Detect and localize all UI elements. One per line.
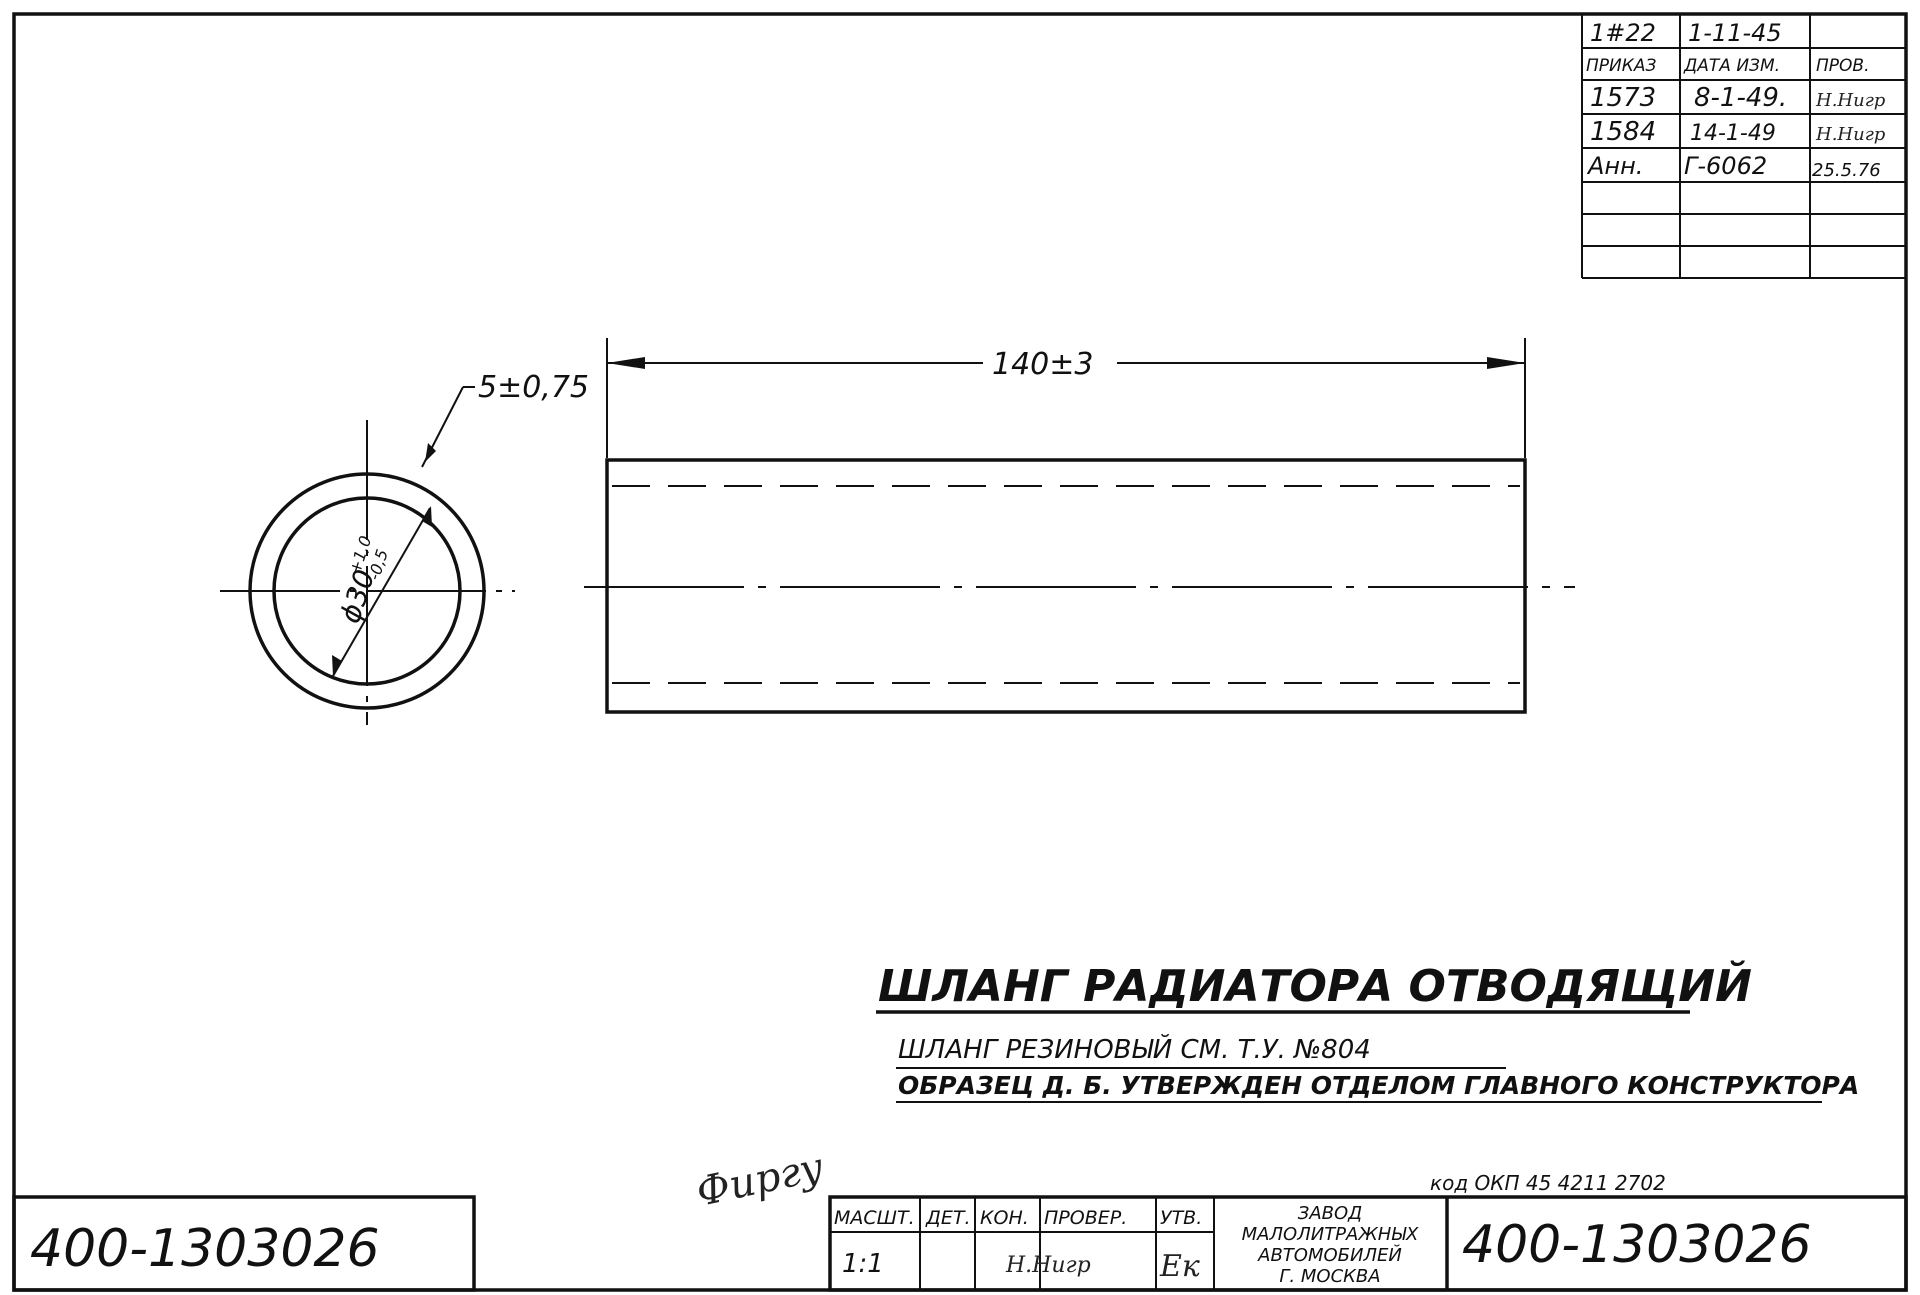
- okp-code: код ОКП 45 4211 2702: [1430, 1171, 1666, 1195]
- header-scale: МАСШТ.: [834, 1207, 915, 1229]
- plant-line-2: МАЛОЛИТРАЖНЫХ: [1242, 1224, 1419, 1245]
- revision-row-3-order: Анн.: [1586, 152, 1643, 180]
- number-box-left: [12, 1195, 476, 1292]
- wall-dim: 5±0,75: [478, 370, 589, 405]
- revision-row-2-check: Н.Нигр: [1815, 124, 1886, 145]
- header-designer: КОН.: [980, 1207, 1029, 1229]
- cross-section-view: ϕ30 +1,0 -0,5 5±0,75: [220, 370, 589, 725]
- plant-line-4: Г. МОСКВА: [1279, 1266, 1380, 1287]
- checker-signature: Н.Нигр: [1005, 1253, 1091, 1278]
- signature: Фиргу: [693, 1144, 829, 1216]
- title-block: МАСШТ. ДЕТ. КОН. ПРОВЕР. УТВ. 1:1 Н.Нигр…: [828, 1195, 1908, 1292]
- header-detail: ДЕТ.: [925, 1207, 971, 1229]
- side-view: 140±3: [584, 338, 1575, 714]
- diameter-leader: [332, 507, 431, 677]
- revision-row-2-order: 1584: [1590, 117, 1656, 147]
- plant-line-1: ЗАВОД: [1298, 1203, 1362, 1224]
- header-approver: УТВ.: [1160, 1207, 1202, 1229]
- drawing-number-left: 400-1303026: [30, 1219, 380, 1279]
- scale-value: 1:1: [842, 1249, 884, 1279]
- diameter-label: ϕ30 +1,0 -0,5: [333, 533, 392, 627]
- wall-arrow: [425, 443, 436, 462]
- revision-table: 1#22 1-11-45 ПРИКАЗ ДАТА ИЗМ. ПРОВ. 1573…: [1581, 14, 1906, 279]
- revision-header-number: 1#22: [1590, 19, 1656, 47]
- header-checker: ПРОВЕР.: [1044, 1207, 1127, 1229]
- drawing-title: ШЛАНГ РАДИАТОРА ОТВОДЯЩИЙ: [878, 959, 1752, 1012]
- revision-col-date: ДАТА ИЗМ.: [1683, 56, 1780, 76]
- revision-col-order: ПРИКАЗ: [1586, 56, 1656, 76]
- revision-col-check: ПРОВ.: [1816, 56, 1869, 76]
- length-dim: 140±3: [992, 347, 1093, 382]
- revision-row-2-date: 14-1-49: [1690, 121, 1776, 146]
- plant-line-3: АВТОМОБИЛЕЙ: [1257, 1244, 1402, 1266]
- revision-row-3-check: 25.5.76: [1812, 160, 1881, 181]
- revision-row-1-check: Н.Нигр: [1815, 90, 1886, 111]
- diameter-arrow-high: [422, 506, 432, 527]
- revision-row-1-date: 8-1-49.: [1694, 83, 1787, 113]
- spec-line-2: ОБРАЗЕЦ Д. Б. УТВЕРЖДЕН ОТДЕЛОМ ГЛАВНОГО…: [898, 1071, 1859, 1100]
- drawing-number-right: 400-1303026: [1462, 1215, 1812, 1275]
- approver-signature: Ек: [1159, 1249, 1200, 1284]
- length-arrow-left: [607, 357, 645, 369]
- revision-row-1-order: 1573: [1590, 83, 1656, 113]
- diameter-arrow-low: [332, 655, 342, 676]
- revision-row-3-date: Г-6062: [1684, 152, 1767, 180]
- spec-line-1: ШЛАНГ РЕЗИНОВЫЙ СМ. Т.У. №804: [898, 1033, 1371, 1065]
- length-arrow-right: [1487, 357, 1525, 369]
- revision-header-date: 1-11-45: [1688, 19, 1782, 47]
